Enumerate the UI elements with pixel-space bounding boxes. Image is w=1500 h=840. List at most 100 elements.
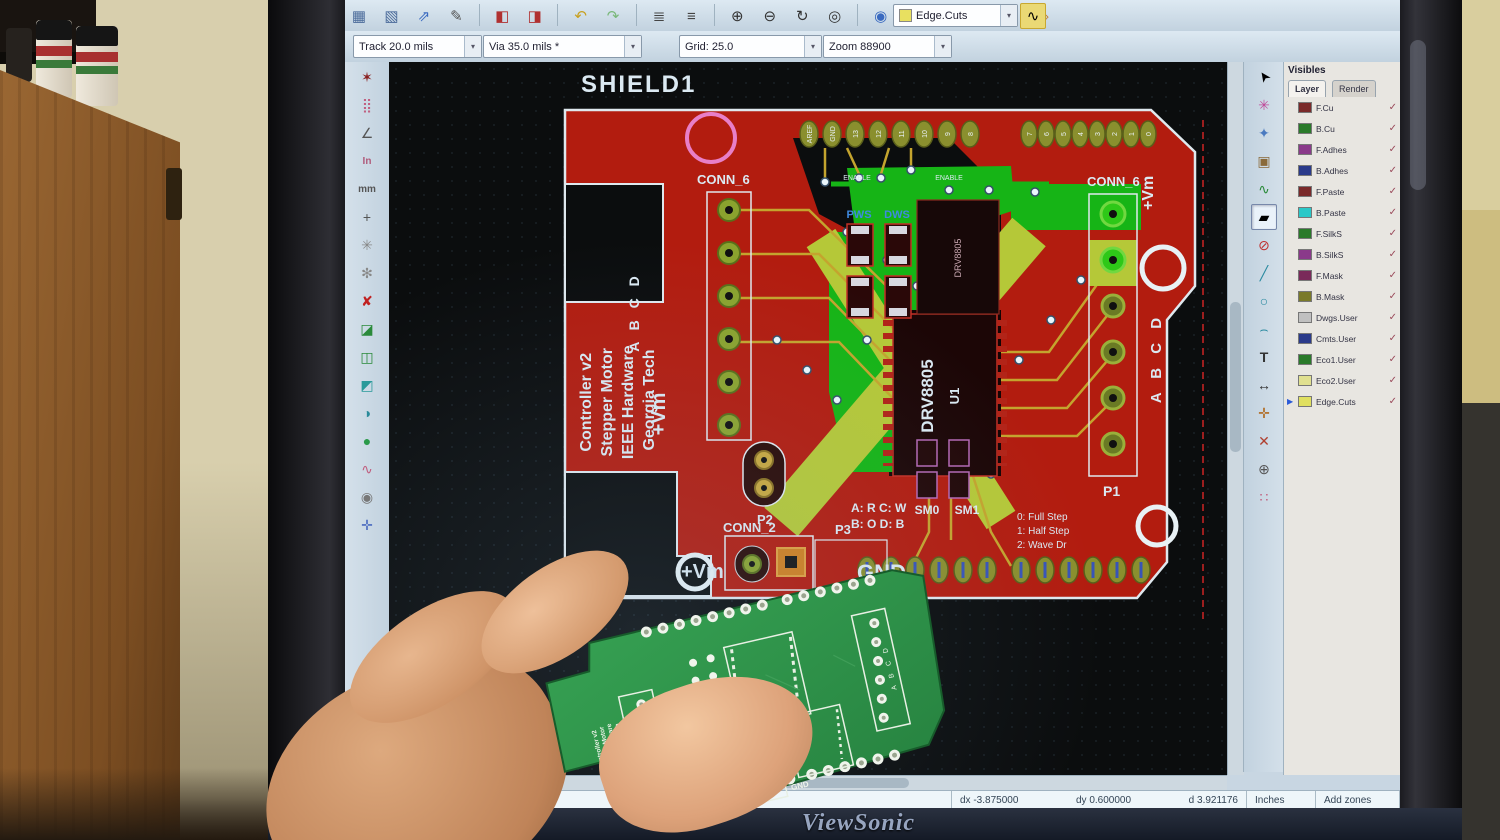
tab-layer[interactable]: Layer [1288, 80, 1327, 97]
add-footprint-icon[interactable]: ▣ [1257, 152, 1271, 169]
footprint-editor-icon[interactable]: ◧ [495, 8, 510, 25]
high-contrast-icon[interactable]: ◑ [362, 405, 372, 421]
drc-bug-icon[interactable]: ✶ [361, 68, 373, 85]
jar-label [76, 66, 118, 74]
plot-icon[interactable]: ⇗ [417, 8, 431, 25]
tab-render[interactable]: Render [1332, 80, 1376, 97]
chevron-down-icon[interactable]: ▾ [1000, 5, 1017, 26]
drag-mode-icon[interactable]: ✛ [361, 516, 373, 533]
zone-fill-icon[interactable]: ◪ [360, 320, 374, 337]
layer-visible-check[interactable]: ✓ [1388, 144, 1397, 155]
ratsnest-icon[interactable]: ✳ [361, 236, 373, 253]
zone-outline-icon[interactable]: ◩ [360, 376, 374, 393]
units-inches-icon[interactable]: In [362, 155, 372, 167]
layer-row[interactable]: B.SilkS✓ [1286, 244, 1399, 265]
layer-row[interactable]: F.SilkS✓ [1286, 223, 1399, 244]
add-target-icon[interactable]: ✛ [1258, 404, 1270, 421]
layer-visible-check[interactable]: ✓ [1388, 312, 1397, 323]
add-dimension-icon[interactable]: ↔ [1257, 377, 1271, 393]
add-circle-icon[interactable]: ○ [1259, 293, 1269, 309]
layer-name: F.Cu [1316, 102, 1334, 113]
chevron-down-icon[interactable]: ▾ [464, 36, 481, 57]
layer-row[interactable]: F.Cu ✓ [1286, 97, 1399, 118]
units-mm-icon[interactable]: mm [358, 183, 376, 195]
layer-visible-check[interactable]: ✓ [1388, 333, 1397, 344]
zoom-select[interactable]: Zoom 88900 ▾ [823, 35, 952, 58]
add-line-icon[interactable]: ╱ [1259, 264, 1269, 281]
chevron-down-icon[interactable]: ▾ [804, 36, 821, 57]
layer-visible-check[interactable]: ✓ [1388, 186, 1397, 197]
grid-select[interactable]: Grid: 25.0 ▾ [679, 35, 822, 58]
scroll-thumb[interactable] [689, 778, 909, 788]
add-keepout-icon[interactable]: ⊘ [1258, 236, 1270, 253]
cursor-shape-icon[interactable]: + [362, 209, 372, 225]
layer-row[interactable]: Dwgs.User✓ [1286, 307, 1399, 328]
open-board-icon[interactable]: ▧ [384, 8, 399, 25]
layer-row[interactable]: F.Adhes✓ [1286, 139, 1399, 160]
zoom-fit-icon[interactable]: ◎ [828, 8, 842, 25]
layer-row[interactable]: B.Adhes✓ [1286, 160, 1399, 181]
delete-items-icon[interactable]: ✕ [1258, 432, 1270, 449]
add-arc-icon[interactable]: ⌢ [1259, 320, 1269, 337]
layer-row[interactable]: Eco2.User✓ [1286, 370, 1399, 391]
layer-manager-icon[interactable]: ● [362, 433, 372, 449]
layer-visible-check[interactable]: ✓ [1388, 291, 1397, 302]
add-track-icon[interactable]: ∿ [1258, 180, 1270, 197]
add-text-icon[interactable]: T [1259, 349, 1269, 365]
layer-row[interactable]: B.Mask✓ [1286, 286, 1399, 307]
page-settings-icon[interactable]: ✎ [450, 8, 463, 25]
layer-visible-check[interactable]: ✓ [1388, 270, 1397, 281]
layer-visible-check[interactable]: ✓ [1388, 207, 1397, 218]
save-icon[interactable]: ▦ [351, 8, 367, 25]
layer-selector[interactable]: Edge.Cuts ▾ [893, 4, 1018, 27]
zoom-in-icon[interactable]: ⊕ [731, 8, 744, 25]
pad-sketch-icon[interactable]: ◉ [360, 488, 374, 505]
zoom-out-icon[interactable]: ⊖ [763, 8, 777, 25]
layers-panel: Visibles Layer Render F.Cu✓ B.Cu✓ F.Adhe… [1283, 62, 1401, 775]
layer-row[interactable]: Eco1.User✓ [1286, 349, 1399, 370]
canvas-vscrollbar[interactable] [1227, 62, 1244, 775]
redraw-icon[interactable]: ↻ [795, 8, 809, 25]
layer-visible-check[interactable]: ✓ [1388, 165, 1397, 176]
layer-visible-check[interactable]: ✓ [1388, 102, 1397, 113]
layer-visible-check[interactable]: ✓ [1388, 123, 1397, 134]
layer-visible-check[interactable]: ✓ [1388, 375, 1397, 386]
chevron-down-icon[interactable]: ▾ [624, 36, 641, 57]
undo-icon[interactable]: ↶ [574, 8, 587, 25]
layer-row[interactable]: F.Mask✓ [1286, 265, 1399, 286]
scroll-thumb[interactable] [1230, 302, 1241, 452]
highlight-net-icon[interactable]: ✳ [1258, 96, 1270, 113]
layer-visible-check[interactable]: ✓ [1388, 396, 1397, 407]
layer-row-active[interactable]: ▶Edge.Cuts✓ [1286, 391, 1399, 412]
microwave-tool-icon[interactable]: ∿ [1020, 3, 1046, 29]
module-ratsnest-icon[interactable]: ✻ [361, 264, 373, 281]
chevron-down-icon[interactable]: ▾ [934, 36, 951, 57]
via-size-select[interactable]: Via 35.0 mils * ▾ [483, 35, 642, 58]
grid-origin-icon[interactable]: ∷ [1259, 488, 1269, 505]
layer-row[interactable]: B.Cu ✓ [1286, 118, 1399, 139]
footprint-viewer-icon[interactable]: ◨ [527, 8, 542, 25]
room-wall [1462, 0, 1500, 840]
jar-cap [36, 20, 72, 40]
grid-toggle-icon[interactable]: ⣿ [361, 96, 373, 113]
layer-row[interactable]: B.Paste✓ [1286, 202, 1399, 223]
layer-visible-check[interactable]: ✓ [1388, 228, 1397, 239]
polar-coords-icon[interactable]: ∠ [360, 124, 374, 141]
redo-icon[interactable]: ↷ [606, 8, 620, 25]
drill-origin-icon[interactable]: ⊕ [1258, 460, 1270, 477]
layer-row[interactable]: Cmts.User✓ [1286, 328, 1399, 349]
track-sketch-icon[interactable]: ∿ [361, 460, 373, 477]
layer-name: B.Cu [1316, 123, 1335, 134]
layer-row[interactable]: F.Paste✓ [1286, 181, 1399, 202]
layer-visible-check[interactable]: ✓ [1388, 354, 1397, 365]
find-icon[interactable]: ◉ [874, 8, 888, 25]
layer-visible-check[interactable]: ✓ [1388, 249, 1397, 260]
autodelete-track-icon[interactable]: ✘ [361, 292, 373, 309]
track-width-select[interactable]: Track 20.0 mils ▾ [353, 35, 482, 58]
plot-file-icon[interactable]: ≡ [687, 7, 696, 25]
print-icon[interactable]: ≣ [652, 8, 666, 25]
pointer-tool-icon[interactable]: ➤ [1253, 67, 1274, 87]
local-ratsnest-icon[interactable]: ✦ [1258, 124, 1270, 141]
zone-unfill-icon[interactable]: ◫ [360, 348, 374, 365]
add-zone-icon[interactable]: ▰ [1251, 204, 1277, 230]
